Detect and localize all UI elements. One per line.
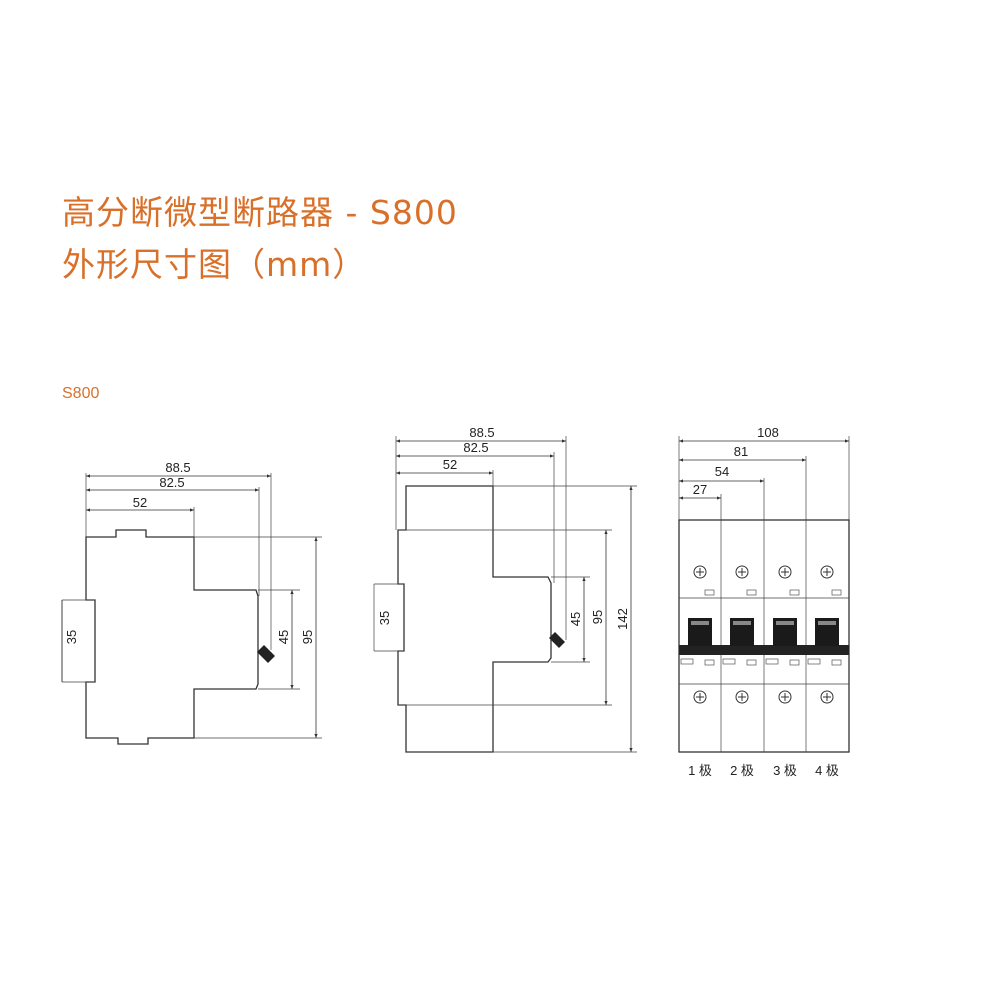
- pole-label-1: 1 极: [688, 763, 712, 778]
- handle-bar: [679, 645, 849, 655]
- dim-52: 52: [133, 495, 147, 510]
- toggle-lever-2: [549, 632, 565, 648]
- pole-module-2: [722, 565, 757, 704]
- dim-54: 54: [715, 464, 729, 479]
- front-view-drawing: 108 81 54 27 1 极 2 极 3 极 4 极: [678, 425, 850, 778]
- terminal-screw-icon: [820, 690, 834, 704]
- dim-108: 108: [757, 425, 779, 440]
- dim-45: 45: [276, 630, 291, 644]
- dim-27: 27: [693, 482, 707, 497]
- pole-label-4: 4 极: [815, 763, 839, 778]
- dim-88-5: 88.5: [165, 460, 190, 475]
- dim-95-b: 95: [590, 610, 605, 624]
- page-title: 高分断微型断路器 - S800: [62, 193, 458, 232]
- pole-module-3: [765, 565, 800, 704]
- side-view-extended-drawing: 88.5 82.5 52 35 45 95 142: [373, 425, 637, 753]
- extended-view-outline: [397, 485, 552, 753]
- pole-module-1: [680, 565, 715, 704]
- dim-88-5-b: 88.5: [469, 425, 494, 440]
- dim-45-b: 45: [568, 612, 583, 626]
- terminal-screw-icon: [735, 565, 749, 579]
- toggle-lever: [257, 645, 275, 663]
- terminal-screw-icon: [693, 565, 707, 579]
- page-subtitle: 外形尺寸图（mm）: [62, 245, 367, 284]
- terminal-screw-icon: [778, 565, 792, 579]
- dim-142: 142: [615, 608, 630, 630]
- dim-35-b: 35: [377, 611, 392, 625]
- side-view-outline: [85, 529, 259, 745]
- terminal-screw-icon: [778, 690, 792, 704]
- pole-module-4: [807, 565, 842, 704]
- section-label: S800: [62, 385, 100, 402]
- terminal-screw-icon: [735, 690, 749, 704]
- dim-35: 35: [64, 630, 79, 644]
- dim-82-5-b: 82.5: [463, 440, 488, 455]
- pole-label-3: 3 极: [773, 763, 797, 778]
- dim-81: 81: [734, 444, 748, 459]
- dim-95: 95: [300, 630, 315, 644]
- side-view-drawing: 88.5 82.5 52 35 45 95: [61, 460, 322, 745]
- din-rail-2: [373, 583, 404, 652]
- dim-52-b: 52: [443, 457, 457, 472]
- dim-82-5: 82.5: [159, 475, 184, 490]
- terminal-screw-icon: [693, 690, 707, 704]
- pole-label-2: 2 极: [730, 763, 754, 778]
- terminal-screw-icon: [820, 565, 834, 579]
